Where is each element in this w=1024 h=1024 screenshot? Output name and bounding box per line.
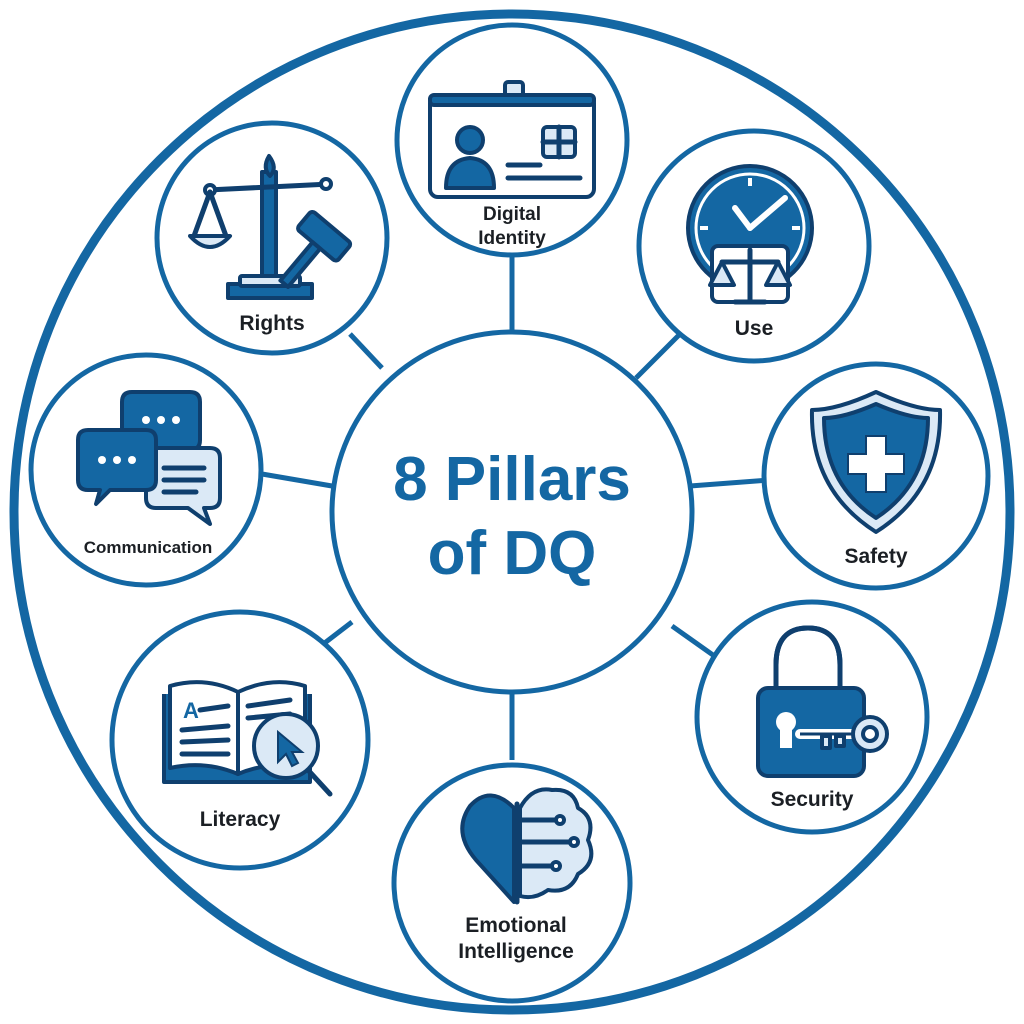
center-hub: 8 Pillars of DQ (329, 329, 695, 695)
center-title-line-2: of DQ (428, 519, 597, 588)
clock-balance-icon (686, 164, 814, 305)
pillar-label-line-2: Identity (478, 228, 546, 249)
connector-rights (348, 332, 384, 370)
scales-gavel-icon (188, 154, 353, 300)
center-title-line-1: 8 Pillars (393, 445, 631, 514)
pillar-label: Safety (844, 545, 907, 568)
pillar-label: Rights (239, 312, 304, 335)
pillar-label-line-1: Digital (483, 204, 541, 225)
outer-ring (9, 9, 1015, 1015)
shield-plus-icon (809, 390, 943, 534)
connectors (261, 255, 771, 760)
pillar-label: Literacy (200, 808, 281, 831)
pillar-communication: Communication (28, 352, 264, 588)
pillar-literacy: A Literacy (109, 609, 371, 871)
padlock-key-icon (756, 625, 889, 778)
pillar-label-line-2: Intelligence (458, 940, 574, 963)
connector-security (670, 623, 722, 663)
heart-brain-icon (460, 787, 594, 905)
pillar-label: Use (735, 317, 774, 340)
connector-communication (261, 471, 333, 489)
connector-use (634, 332, 682, 380)
pillar-label: Communication (84, 538, 212, 557)
pillar-digital-identity: Digital Identity (394, 22, 630, 258)
connector-literacy (320, 620, 354, 647)
pillar-label-line-1: Emotional (465, 914, 567, 937)
pillar-emotional-intelligence: Emotional Intelligence (391, 762, 633, 1004)
svg-text:A: A (183, 698, 199, 723)
chat-bubbles-icon (76, 390, 222, 526)
pillar-label: Security (771, 788, 854, 811)
id-card-icon (428, 80, 596, 199)
book-magnifier-icon: A (162, 680, 333, 797)
pillar-use: Use (636, 128, 872, 364)
pillar-rights: Rights (154, 120, 390, 356)
center-circle (329, 329, 695, 695)
connector-safety (689, 477, 771, 489)
pillar-security: Security (694, 599, 930, 835)
pillar-safety: Safety (761, 361, 991, 591)
